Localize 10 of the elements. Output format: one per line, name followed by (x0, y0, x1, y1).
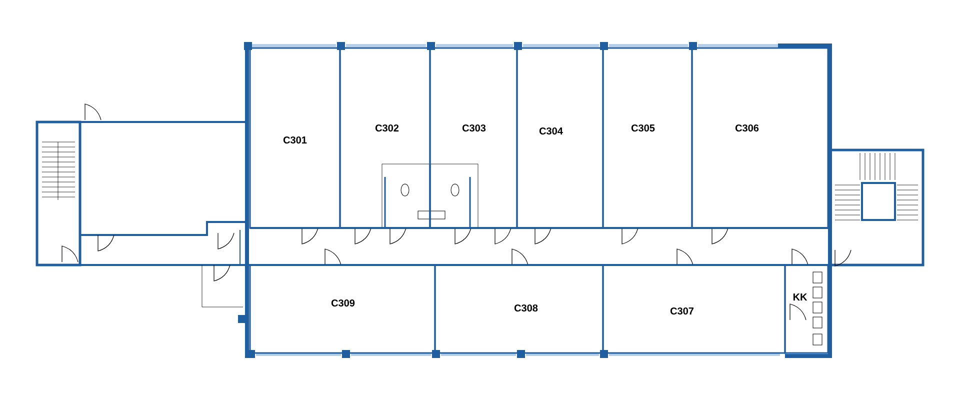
room: C309 (249, 264, 436, 354)
room: C305 (602, 47, 693, 229)
room: KK (784, 264, 829, 354)
room: C303 (429, 47, 518, 229)
room: C302 (339, 47, 431, 229)
room: C301 (249, 47, 341, 229)
room: C308 (434, 264, 604, 354)
room: C304 (516, 47, 604, 229)
room: C307 (602, 264, 786, 354)
room: C306 (691, 47, 829, 229)
